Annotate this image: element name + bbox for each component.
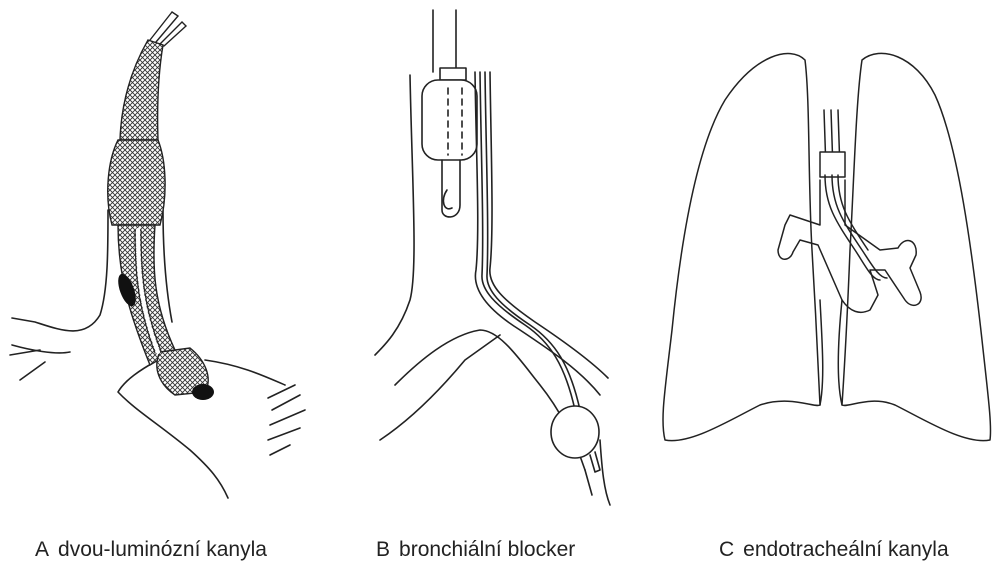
tube-collar <box>440 68 466 80</box>
trachea-right-wall <box>475 72 600 395</box>
caption-b-label: bronchiální blocker <box>399 538 575 561</box>
caption-c-label: endotracheální kanyla <box>743 538 948 561</box>
tube-cuff <box>820 152 845 177</box>
trachea-right-wall <box>163 210 172 322</box>
caption-c-letter: C <box>719 538 734 561</box>
tube-upper-section <box>120 40 163 140</box>
caption-b-letter: B <box>376 538 390 561</box>
panel-a-illustration <box>0 0 330 520</box>
tracheal-cuff <box>108 140 165 225</box>
blocker-balloon-upper <box>422 80 477 160</box>
dark-marker-lower <box>192 384 214 400</box>
trachea-left-wall <box>12 210 108 331</box>
caption-a-letter: A <box>35 538 49 561</box>
panel-b-illustration <box>360 0 650 520</box>
caption-a-label: dvou-luminózní kanyla <box>58 538 267 561</box>
panel-c-illustration <box>660 0 995 520</box>
blocker-balloon-distal <box>551 406 599 458</box>
trachea-left-wall <box>375 75 414 355</box>
